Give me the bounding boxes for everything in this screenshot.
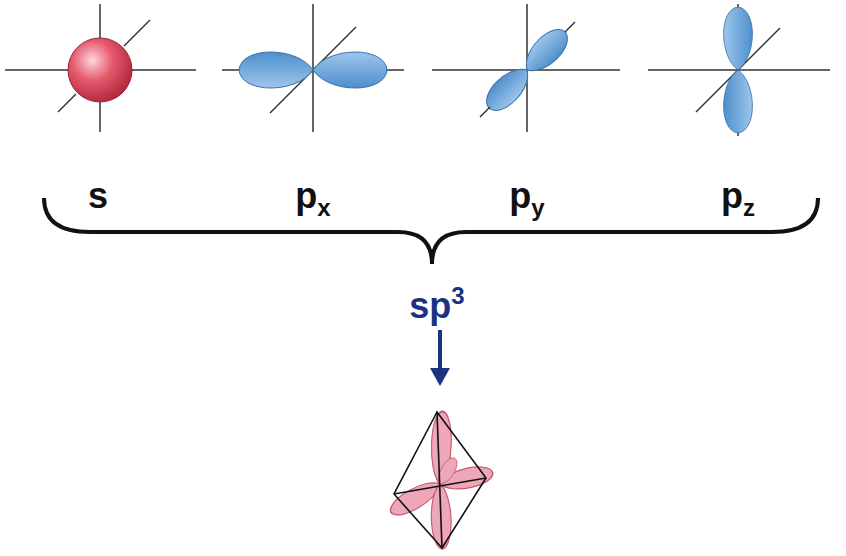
px-orbital (222, 4, 404, 132)
py-orbital (432, 4, 620, 132)
pz-orbital (648, 4, 830, 136)
s-orbital (5, 4, 196, 132)
orbital-label: py (509, 178, 544, 220)
orbital-label: px (295, 178, 330, 220)
orbital-label: sp3 (409, 284, 464, 324)
down-arrow (430, 330, 450, 386)
orbital-label: s (88, 178, 108, 214)
sp3-tetrahedron (386, 411, 495, 549)
curly-brace (44, 198, 818, 264)
orbital-label: pz (721, 178, 755, 220)
